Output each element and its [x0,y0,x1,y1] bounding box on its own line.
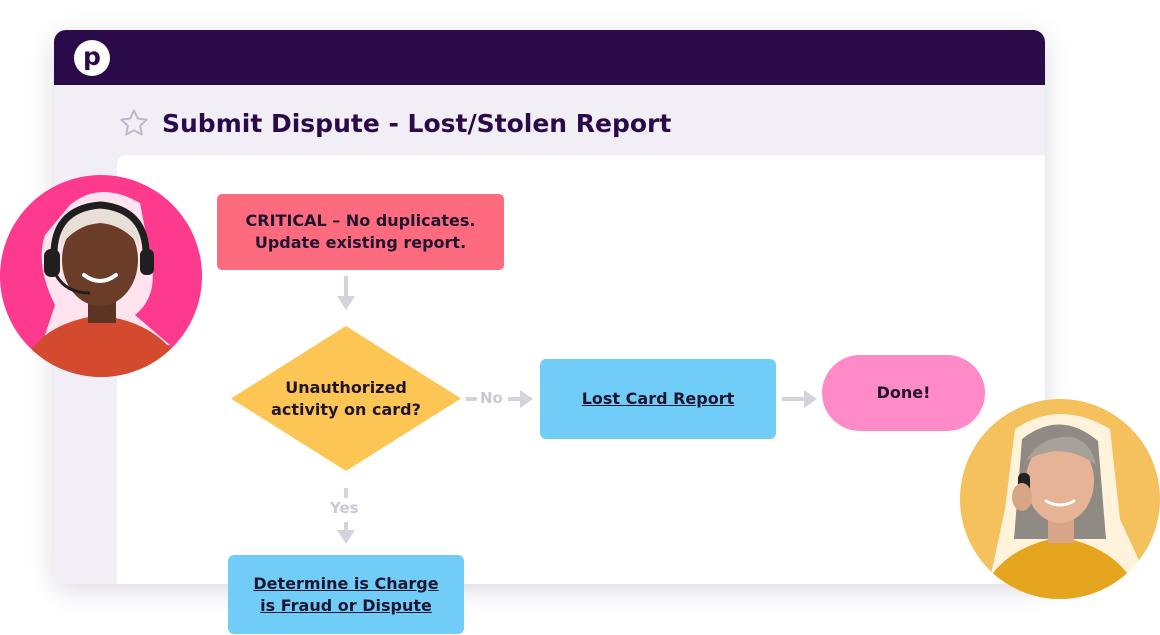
edge-label-no: No [480,389,503,407]
arrowhead-right-2 [804,390,817,408]
lost-card-report-link[interactable]: Lost Card Report [581,389,735,408]
agent-avatar-illustration [20,191,185,377]
critical-note-line-2: Update existing report. [254,233,467,252]
edge-label-yes: Yes [330,499,359,517]
top-bar: p [54,30,1045,85]
determine-line-2: is Fraud or Dispute [260,595,432,615]
agent-avatar [0,175,202,377]
arrowhead-down-2 [337,530,355,544]
app-logo-icon[interactable]: p [74,40,110,76]
done-label: Done! [876,383,931,402]
critical-note-line-1: CRITICAL – No duplicates. [245,211,476,230]
page-header: Submit Dispute - Lost/Stolen Report [118,105,671,141]
star-outline-icon[interactable] [118,107,150,139]
determine-charge-node[interactable]: Determine is Charge is Fraud or Dispute [228,555,464,634]
arrowhead-right-1 [520,390,533,408]
customer-avatar [960,399,1160,599]
lost-card-report-node[interactable]: Lost Card Report [540,359,776,439]
decision-line-2: activity on card? [271,399,421,419]
decision-line-1: Unauthorized [285,377,407,397]
customer-avatar-illustration [980,414,1145,599]
decision-node[interactable]: Unauthorized activity on card? [231,326,461,471]
page-title: Submit Dispute - Lost/Stolen Report [162,108,672,138]
determine-charge-link[interactable]: Determine is Charge is Fraud or Dispute [253,573,438,617]
done-terminal-node[interactable]: Done! [822,355,985,431]
arrowhead-down-1 [337,296,355,310]
decision-diamond-shape [231,326,461,471]
critical-note-node[interactable]: CRITICAL – No duplicates. Update existin… [217,194,504,270]
determine-line-1: Determine is Charge [253,573,439,593]
